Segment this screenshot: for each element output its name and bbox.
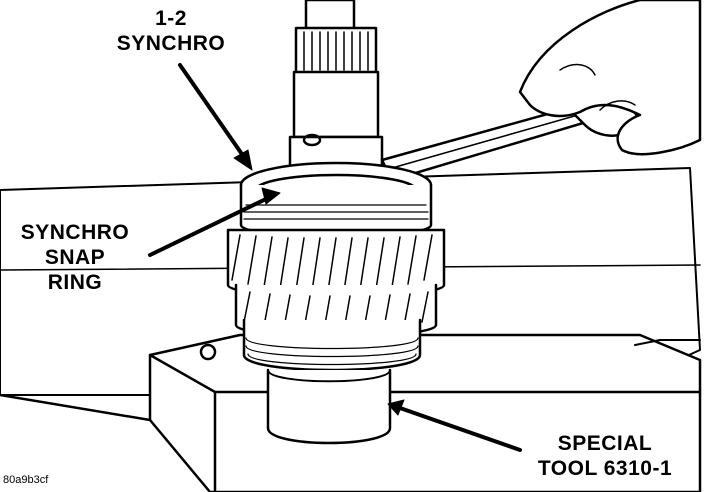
label-line: SYNCHRO <box>20 221 130 244</box>
label-line: TOOL 6310-1 <box>537 457 673 480</box>
special-tool-cylinder <box>266 368 392 445</box>
gear-stack <box>226 161 446 372</box>
wrench <box>380 0 702 182</box>
label-special-tool: SPECIAL TOOL 6310-1 <box>510 431 700 481</box>
figure-code: 80a9b3cf <box>3 474 49 486</box>
label-line: 1-2 <box>155 7 187 30</box>
label-synchro-snap-ring: SYNCHRO SNAP RING <box>0 220 150 295</box>
label-1-2-synchro: 1-2 SYNCHRO <box>96 6 246 56</box>
label-line: SYNCHRO <box>116 32 226 55</box>
label-line: SNAP <box>44 246 106 269</box>
leader-arrows <box>148 63 522 452</box>
label-line: SPECIAL <box>557 432 653 455</box>
label-line: RING <box>47 271 103 294</box>
